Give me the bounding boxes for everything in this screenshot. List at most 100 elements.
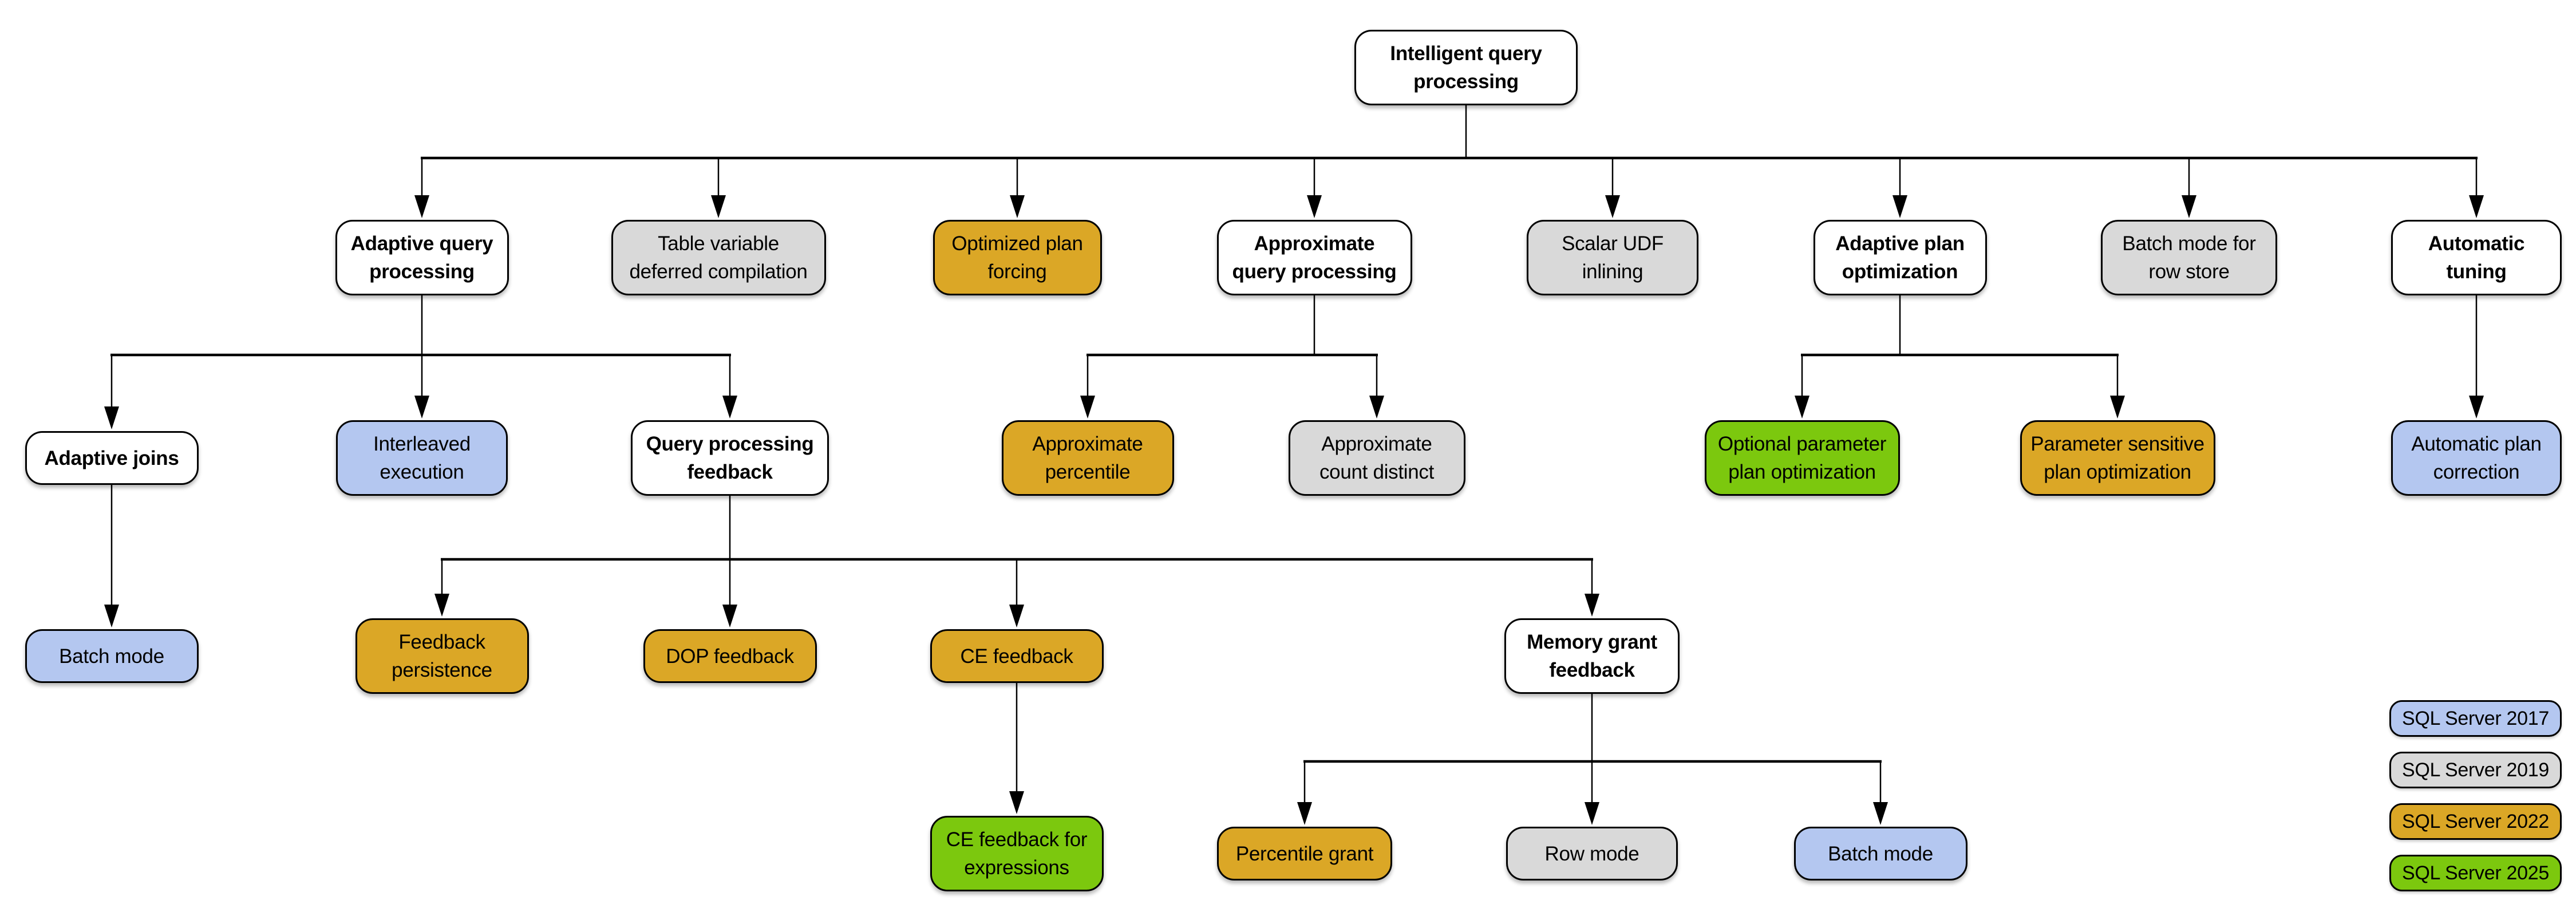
batch-mode-adaptive-joins-node: Batch mode <box>25 629 199 683</box>
ce-feedback-node: CE feedback <box>930 629 1104 683</box>
node-label-line: deferred compilation <box>629 260 808 283</box>
arrowhead-icon <box>1009 791 1024 814</box>
automatic-tuning-node: Automatic tuning <box>2391 220 2562 295</box>
arrowhead-icon <box>1585 594 1599 617</box>
node-label-line: Row mode <box>1544 842 1639 865</box>
intelligent-query-processing-node: Intelligent query processing <box>1354 30 1578 105</box>
arrowhead-icon <box>2469 195 2484 218</box>
parameter-sensitive-plan-optimization-node: Parameter sensitive plan optimization <box>2020 420 2215 496</box>
arrowhead-icon <box>1080 396 1095 418</box>
arrowhead-icon <box>434 594 449 617</box>
optimized-plan-forcing-node: Optimized plan forcing <box>933 220 1102 295</box>
arrowhead-icon <box>2469 396 2484 418</box>
arrowhead-icon <box>1010 195 1025 218</box>
legend-label: SQL Server 2017 <box>2402 707 2549 729</box>
node-label-line: correction <box>2433 461 2520 483</box>
arrowhead-icon <box>1795 396 1809 418</box>
node-label-line: Interleaved <box>373 433 471 455</box>
scalar-udf-inlining-node: Scalar UDF inlining <box>1527 220 1698 295</box>
node-label-line: Optimized plan <box>951 232 1083 255</box>
node-label-line: Parameter sensitive <box>2030 433 2204 455</box>
node-label-line: Percentile grant <box>1235 842 1374 865</box>
node-label-line: count distinct <box>1319 461 1435 483</box>
legend-sql-server-2019: SQL Server 2019 <box>2389 752 2562 788</box>
node-label-line: Approximate <box>1032 433 1143 455</box>
node-label-line: Adaptive plan <box>1835 232 1965 255</box>
node-label-line: persistence <box>392 659 492 681</box>
node-label-line: row store <box>2148 260 2230 283</box>
legend-label: SQL Server 2022 <box>2402 810 2549 832</box>
node-label-line: Adaptive joins <box>44 447 179 469</box>
arrowhead-icon <box>1297 802 1312 825</box>
ce-feedback-for-expressions-node: CE feedback for expressions <box>930 816 1104 891</box>
legend-label: SQL Server 2025 <box>2402 862 2549 884</box>
automatic-plan-correction-node: Automatic plan correction <box>2391 420 2562 496</box>
node-label-line: plan optimization <box>2044 461 2191 483</box>
node-label-line: Query processing <box>646 433 814 455</box>
arrowhead-icon <box>2182 195 2196 218</box>
adaptive-query-processing-node: Adaptive query processing <box>335 220 509 295</box>
legend-sql-server-2017: SQL Server 2017 <box>2389 700 2562 737</box>
arrowhead-icon <box>414 396 429 418</box>
approximate-percentile-node: Approximate percentile <box>1001 420 1174 496</box>
node-label-line: feedback <box>687 461 773 483</box>
percentile-grant-node: Percentile grant <box>1217 827 1392 881</box>
arrowhead-icon <box>1605 195 1620 218</box>
row-mode-node: Row mode <box>1506 827 1678 881</box>
node-label-line: processing <box>1413 70 1519 93</box>
legend-label: SQL Server 2019 <box>2402 759 2549 781</box>
adaptive-plan-optimization-node: Adaptive plan optimization <box>1813 220 1987 295</box>
batch-mode-for-row-store-node: Batch mode for row store <box>2101 220 2277 295</box>
node-label-line: execution <box>380 461 464 483</box>
node-label-line: tuning <box>2446 260 2507 283</box>
arrowhead-icon <box>711 195 726 218</box>
node-label-line: Intelligent query <box>1390 42 1542 65</box>
adaptive-joins-node: Adaptive joins <box>25 431 199 485</box>
node-label-line: Optional parameter <box>1717 433 1887 455</box>
arrowhead-icon <box>722 605 737 627</box>
arrowhead-icon <box>1873 802 1888 825</box>
dop-feedback-node: DOP feedback <box>643 629 817 683</box>
query-processing-feedback-node: Query processing feedback <box>631 420 829 496</box>
batch-mode-memory-grant-node: Batch mode <box>1793 827 1967 881</box>
node-label-line: CE feedback <box>960 645 1073 668</box>
node-label-line: query processing <box>1232 260 1397 283</box>
node-label-line: DOP feedback <box>666 645 794 668</box>
node-label-line: percentile <box>1045 461 1131 483</box>
node-label-line: Approximate <box>1254 232 1375 255</box>
arrowhead-icon <box>1307 195 1322 218</box>
node-label-line: Scalar UDF <box>1562 232 1664 255</box>
optional-parameter-plan-optimization-node: Optional parameter plan optimization <box>1704 420 1900 496</box>
node-label-line: forcing <box>987 260 1047 283</box>
arrowhead-icon <box>1893 195 1907 218</box>
node-label-line: Batch mode for <box>2122 232 2256 255</box>
node-label-line: Automatic plan <box>2411 433 2542 455</box>
arrowhead-icon <box>414 195 429 218</box>
legend-sql-server-2025: SQL Server 2025 <box>2389 855 2562 891</box>
arrowhead-icon <box>104 406 119 429</box>
feedback-persistence-node: Feedback persistence <box>355 618 529 694</box>
arrowhead-icon <box>722 396 737 418</box>
approximate-query-processing-node: Approximate query processing <box>1216 220 1412 295</box>
legend-sql-server-2022: SQL Server 2022 <box>2389 803 2562 840</box>
approximate-count-distinct-node: Approximate count distinct <box>1288 420 1465 496</box>
arrowhead-icon <box>2110 396 2125 418</box>
arrowhead-icon <box>1369 396 1384 418</box>
arrowhead-icon <box>104 605 119 627</box>
node-label-line: Automatic <box>2428 232 2525 255</box>
node-label-line: Approximate <box>1321 433 1432 455</box>
node-label-line: Batch mode <box>59 645 164 668</box>
node-label-line: processing <box>369 260 475 283</box>
node-label-line: expressions <box>964 856 1069 879</box>
node-label-line: CE feedback for <box>946 828 1088 851</box>
node-label-line: inlining <box>1582 260 1643 283</box>
node-label-line: optimization <box>1842 260 1958 283</box>
node-label-line: Feedback <box>398 631 485 653</box>
node-label-line: Adaptive query <box>350 232 493 255</box>
node-label-line: plan optimization <box>1728 461 1876 483</box>
